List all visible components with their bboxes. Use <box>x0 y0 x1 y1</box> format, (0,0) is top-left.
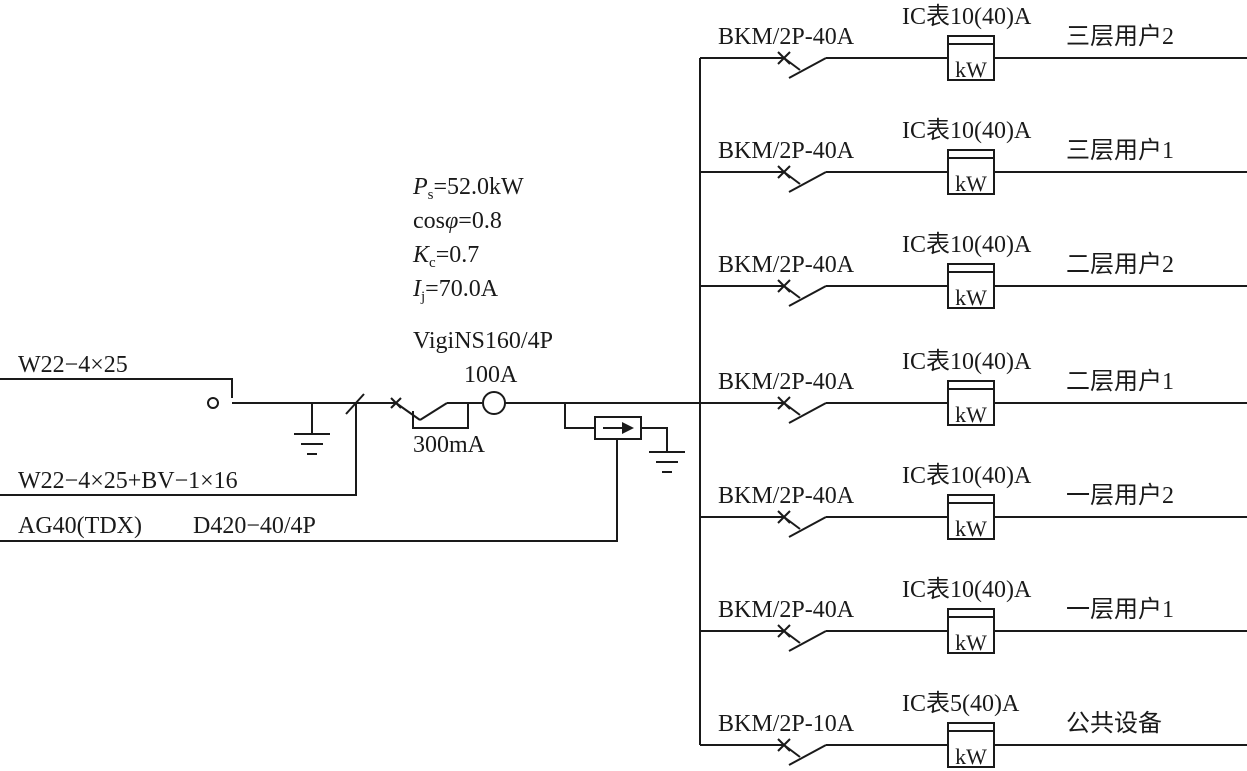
param-cos: cosφ=0.8 <box>413 208 502 234</box>
main-breaker-model: VigiNS160/4P <box>413 328 553 354</box>
branch-meter-label: IC表10(40)A <box>902 462 1032 489</box>
signal-line-label: AG40(TDX) <box>18 513 142 539</box>
branch-breaker-blade <box>783 171 801 185</box>
main-breaker-rating: 100A <box>464 362 518 388</box>
branch-load-label: 公共设备 <box>1066 710 1162 737</box>
branch-meter-label: IC表10(40)A <box>902 117 1032 144</box>
branch-breaker-blade <box>783 402 801 416</box>
branch-load-label: 三层用户2 <box>1066 23 1174 50</box>
branch-meter-label: IC表5(40)A <box>902 690 1020 717</box>
branch-breaker-contact <box>788 285 827 307</box>
leakage-relay-bracket <box>412 403 469 429</box>
branch-breaker-blade <box>783 57 801 71</box>
branch-breaker-label: BKM/2P-40A <box>718 24 855 50</box>
branch-circuit: BKM/2P-10A IC表5(40)A kW 公共设备 <box>700 690 1247 769</box>
branch-breaker-label: BKM/2P-40A <box>718 597 855 623</box>
param-kc: Kc=0.7 <box>412 242 479 271</box>
incoming-cable-1-line <box>0 378 233 398</box>
current-transformer-icon <box>482 391 506 415</box>
param-ps: Ps=52.0kW <box>412 174 524 203</box>
load-parameters: Ps=52.0kW cosφ=0.8 Kc=0.7 Ij=70.0A <box>412 174 524 305</box>
incoming-cable-2-label: W22−4×25+BV−1×16 <box>18 468 238 494</box>
branch-meter-label: IC表10(40)A <box>902 576 1032 603</box>
branch-breaker-label: BKM/2P-10A <box>718 711 855 737</box>
spd-ground-line <box>641 427 668 452</box>
branch-breaker-blade <box>783 516 801 530</box>
branch-load-label: 二层用户1 <box>1066 368 1174 395</box>
branch-circuit: BKM/2P-40A IC表10(40)A kW 三层用户1 <box>700 117 1247 196</box>
incoming-cable-1-label: W22−4×25 <box>18 352 128 378</box>
surge-protector <box>564 403 685 473</box>
ground-icon <box>294 403 330 455</box>
branch-load-label: 一层用户2 <box>1066 482 1174 509</box>
branch-breaker-blade <box>783 630 801 644</box>
meter-unit-label: kW <box>955 57 987 82</box>
branch-load-label: 三层用户1 <box>1066 137 1174 164</box>
branch-circuit: BKM/2P-40A IC表10(40)A kW 一层用户1 <box>700 576 1247 655</box>
breaker-contact-blade <box>395 402 421 421</box>
spd-tap-line <box>564 403 595 429</box>
branch-circuit: BKM/2P-40A IC表10(40)A kW 三层用户2 <box>700 3 1247 82</box>
main-breaker: VigiNS160/4P 100A 300mA <box>390 328 700 458</box>
meter-unit-label: kW <box>955 171 987 196</box>
spd-label: D420−40/4P <box>193 513 316 539</box>
meter-unit-label: kW <box>955 285 987 310</box>
spd-ground-icon <box>649 451 685 473</box>
branch-meter-label: IC表10(40)A <box>902 348 1032 375</box>
signal-line <box>0 440 618 542</box>
main-breaker-leakage: 300mA <box>413 432 486 458</box>
breaker-contact-arm <box>419 402 448 421</box>
branch-breaker-contact <box>788 516 827 538</box>
branch-breaker-label: BKM/2P-40A <box>718 252 855 278</box>
meter-unit-label: kW <box>955 402 987 427</box>
branch-breaker-contact <box>788 171 827 193</box>
spd-arrow-icon <box>622 422 634 434</box>
branch-breaker-contact <box>788 630 827 652</box>
branch-load-label: 一层用户1 <box>1066 596 1174 623</box>
branch-breaker-blade <box>783 744 801 758</box>
branch-circuits: BKM/2P-40AIC表10(40)AkW三层用户2BKM/2P-40AIC表… <box>700 3 1247 769</box>
incoming-terminal-icon <box>207 397 219 409</box>
branch-breaker-contact <box>788 57 827 79</box>
branch-load-label: 二层用户2 <box>1066 251 1174 278</box>
branch-breaker-contact <box>788 402 827 424</box>
branch-meter-label: IC表10(40)A <box>902 3 1032 30</box>
branch-meter-label: IC表10(40)A <box>902 231 1032 258</box>
branch-breaker-contact <box>788 744 827 766</box>
branch-circuit: BKM/2P-40A IC表10(40)A kW 二层用户1 <box>700 348 1247 427</box>
meter-unit-label: kW <box>955 630 987 655</box>
branch-circuit: BKM/2P-40A IC表10(40)A kW 二层用户2 <box>700 231 1247 310</box>
branch-breaker-blade <box>783 285 801 299</box>
branch-breaker-label: BKM/2P-40A <box>718 138 855 164</box>
param-ij: Ij=70.0A <box>412 276 499 305</box>
meter-unit-label: kW <box>955 516 987 541</box>
branch-breaker-label: BKM/2P-40A <box>718 483 855 509</box>
branch-circuit: BKM/2P-40A IC表10(40)A kW 一层用户2 <box>700 462 1247 541</box>
incoming-section: W22−4×25 W22−4×25+BV−1×16 AG40(TDX) D420… <box>0 352 618 542</box>
branch-breaker-label: BKM/2P-40A <box>718 369 855 395</box>
meter-unit-label: kW <box>955 744 987 769</box>
cable-tick-mark <box>345 393 365 415</box>
incoming-cable-2-line <box>0 403 357 496</box>
